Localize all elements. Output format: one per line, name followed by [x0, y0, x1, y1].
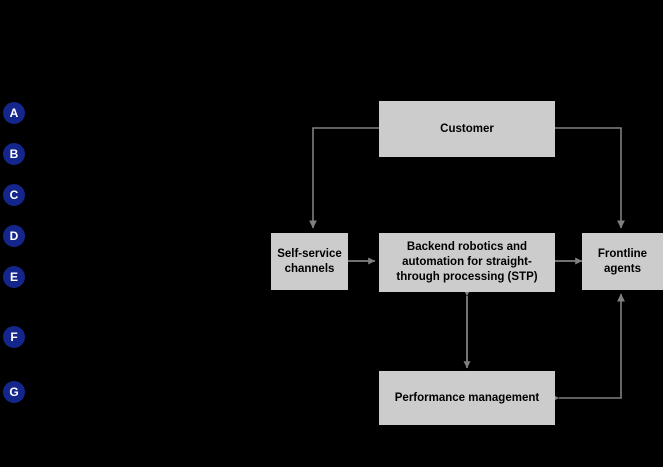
badge-g[interactable]: G: [3, 381, 25, 403]
badge-f-label: F: [10, 330, 18, 344]
node-backend-stp-label: Backend robotics and automation for stra…: [396, 241, 538, 283]
node-frontline-agents[interactable]: Frontline agents: [582, 233, 663, 290]
node-performance-management[interactable]: Performance management: [379, 371, 555, 425]
connector-customer-to-frontline: [555, 127, 625, 229]
badge-c-label: C: [9, 188, 19, 202]
node-self-service-channels-label: Self-service channels: [277, 247, 342, 275]
node-customer-label: Customer: [440, 122, 494, 135]
badge-a-label: A: [9, 106, 19, 120]
connector-customer-to-self-service: [309, 127, 379, 229]
node-backend-stp[interactable]: Backend robotics and automation for stra…: [379, 233, 555, 292]
badge-e-label: E: [9, 270, 18, 284]
connector-performance-to-frontline: [552, 293, 625, 402]
node-performance-management-label: Performance management: [394, 391, 540, 404]
badge-b-label: B: [9, 147, 19, 161]
badge-a[interactable]: A: [3, 102, 25, 124]
badge-d[interactable]: D: [3, 225, 25, 247]
badge-b[interactable]: B: [3, 143, 25, 165]
badge-c[interactable]: C: [3, 184, 25, 206]
node-self-service-channels[interactable]: Self-service channels: [271, 233, 348, 290]
node-frontline-agents-label: Frontline agents: [597, 247, 648, 275]
badge-d-label: D: [9, 229, 19, 243]
badge-g-label: G: [9, 385, 19, 399]
badge-e[interactable]: E: [3, 266, 25, 288]
badge-f[interactable]: F: [3, 326, 25, 348]
node-customer[interactable]: Customer: [379, 101, 555, 157]
